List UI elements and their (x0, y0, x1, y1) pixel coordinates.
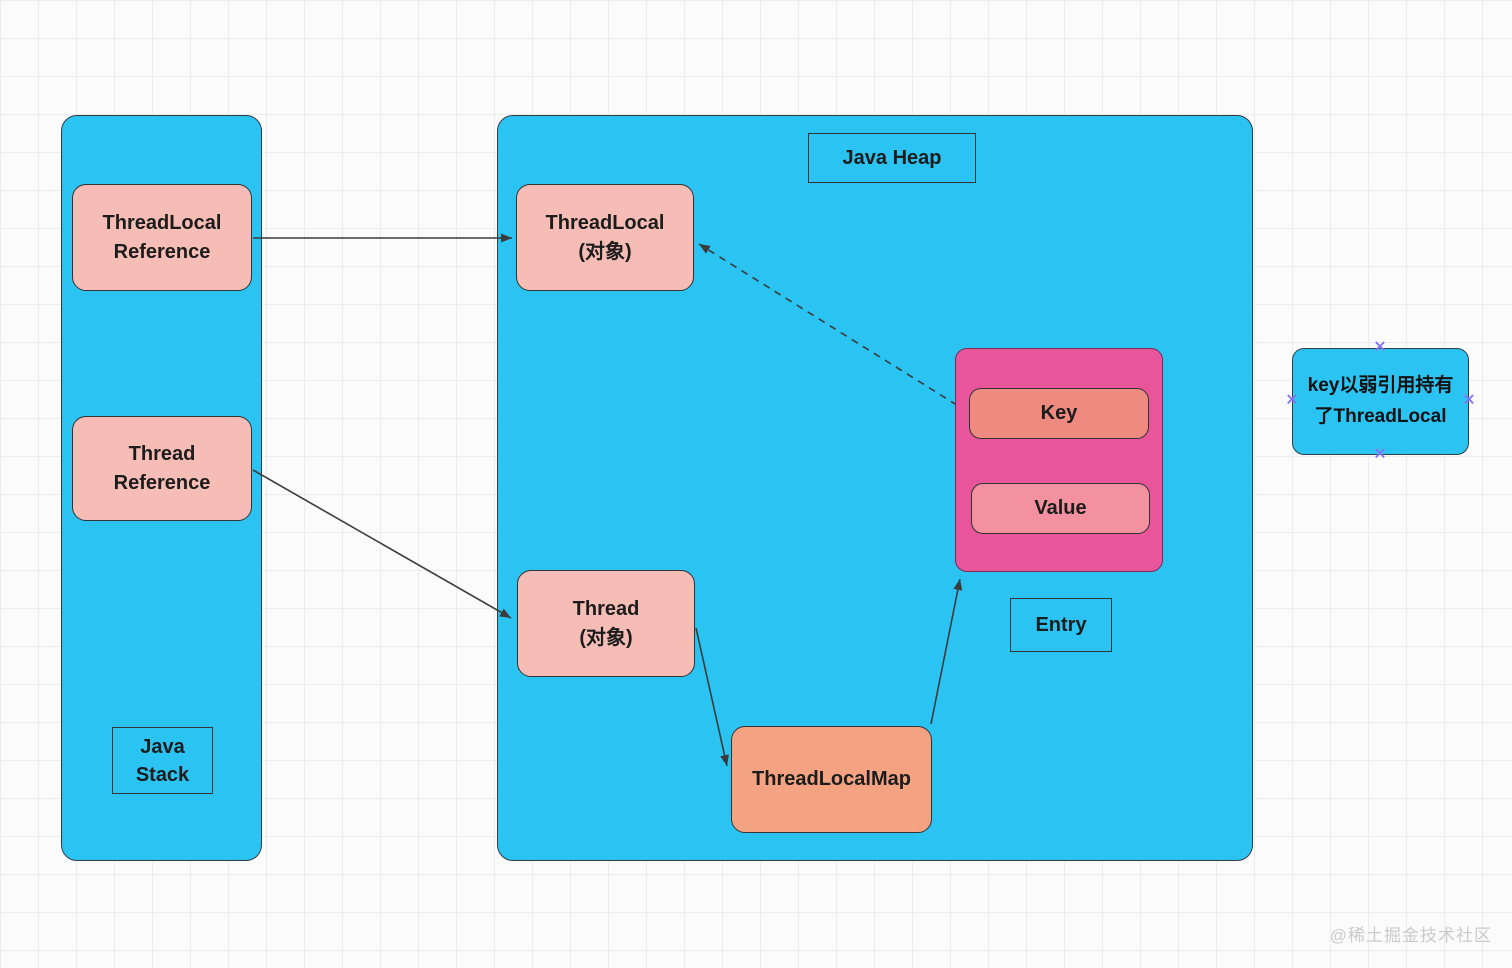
entry-container[interactable] (955, 348, 1163, 572)
entry-value-node[interactable]: Value (971, 483, 1150, 534)
connection-handle-bottom-icon[interactable]: ✕ (1373, 446, 1387, 463)
threadlocal-object-node[interactable]: ThreadLocal (对象) (516, 184, 694, 291)
threadlocal-reference-label: ThreadLocal Reference (102, 211, 222, 263)
arrow-thread-reference-to-thread-object[interactable] (252, 469, 512, 619)
java-stack-label: Java Stack (135, 735, 190, 786)
connection-handle-top-icon[interactable]: ✕ (1373, 339, 1387, 356)
thread-reference-node[interactable]: Thread Reference (72, 416, 252, 521)
entry-label: Entry (1035, 614, 1087, 636)
entry-key-node[interactable]: Key (969, 388, 1149, 439)
weakref-note-text: key以弱引用持有 了ThreadLocal (1307, 375, 1454, 427)
connection-handle-left-icon[interactable]: ✕ (1285, 392, 1299, 409)
weakref-note-box[interactable]: key以弱引用持有 了ThreadLocal (1292, 348, 1469, 455)
connection-handle-right-icon[interactable]: ✕ (1462, 392, 1476, 409)
java-heap-label-box[interactable]: Java Heap (808, 133, 976, 183)
java-stack-label-box[interactable]: Java Stack (112, 727, 213, 794)
thread-reference-label: Thread Reference (113, 442, 211, 494)
watermark: @稀土掘金技术社区 (1329, 926, 1492, 945)
arrow-thread-object-to-threadlocalmap[interactable] (695, 627, 729, 767)
threadlocal-object-label: ThreadLocal (对象) (545, 211, 665, 263)
threadlocalmap-node[interactable]: ThreadLocalMap (731, 726, 932, 833)
arrow-threadlocalmap-to-entry[interactable] (930, 578, 963, 725)
thread-object-node[interactable]: Thread (对象) (517, 570, 695, 677)
entry-key-label: Key (1040, 402, 1078, 424)
thread-object-label: Thread (对象) (572, 597, 640, 649)
threadlocal-reference-node[interactable]: ThreadLocal Reference (72, 184, 252, 291)
entry-label-box[interactable]: Entry (1010, 598, 1112, 652)
entry-value-label: Value (1034, 497, 1087, 519)
threadlocalmap-label: ThreadLocalMap (752, 768, 911, 790)
arrow-key-weakref-to-threadlocal-object[interactable] (698, 243, 969, 413)
java-heap-label: Java Heap (842, 147, 942, 169)
